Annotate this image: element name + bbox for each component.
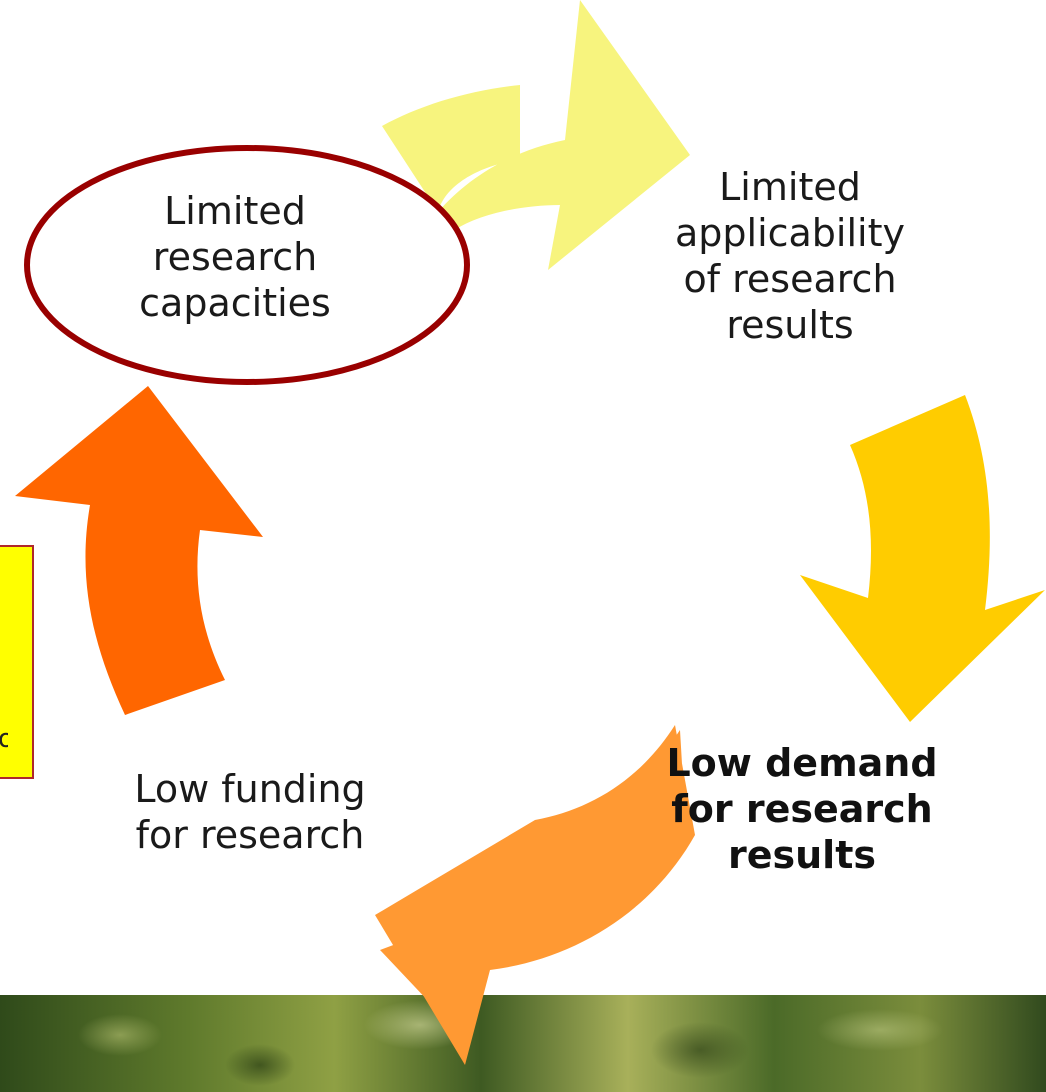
- node-label-limited-applicability: Limited applicability of research result…: [674, 165, 905, 347]
- arrow-funding-to-capacities: [15, 386, 263, 715]
- arrow-capacities-to-applicability: [382, 0, 690, 270]
- node-label-low-demand: Low demand for research results: [666, 741, 938, 877]
- arrow-applicability-to-demand: [800, 395, 1045, 722]
- forest-photo-strip: [0, 995, 1046, 1092]
- node-label-limited-research-capacities: Limited research capacities: [139, 189, 331, 325]
- highlight-ellipse: [24, 145, 470, 385]
- side-yellow-box: o: [0, 545, 34, 779]
- side-box-mark: o: [0, 729, 8, 749]
- arrow-demand-to-funding: [375, 725, 695, 1065]
- node-label-low-funding: Low funding for research: [134, 767, 366, 857]
